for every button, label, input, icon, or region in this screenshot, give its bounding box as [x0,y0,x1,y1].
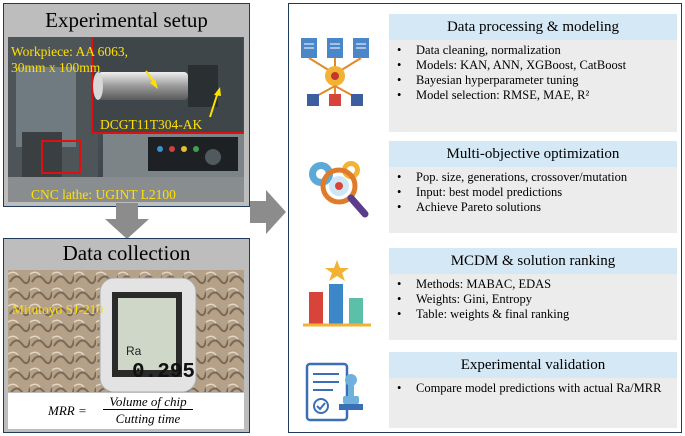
experimental-setup-panel: Experimental setup [3,3,250,207]
section-optimization: Multi-objective optimization Pop. size, … [389,141,677,233]
section-body: Compare model predictions with actual Ra… [389,378,677,428]
section-title: MCDM & solution ranking [389,248,677,274]
formula-denominator: Cutting time [115,411,181,426]
data-modeling-icon [299,36,375,115]
bullet-item: Models: KAN, ANN, XGBoost, CatBoost [389,58,677,73]
bullet-item: Input: best model predictions [389,185,677,200]
bullet-item: Pop. size, generations, crossover/mutati… [389,170,677,185]
formula-numerator: Volume of chip [103,394,193,410]
lathe-label: CNC lathe: UGINT L2100 [31,187,176,202]
validation-document-icon [299,360,375,433]
section-body: Data cleaning, normalization Models: KAN… [389,40,677,132]
data-collection-panel: Data collection Mitutoyo SJ-210 Ra 0.295… [3,238,250,433]
section-title: Experimental validation [389,352,677,378]
bullet-item: Methods: MABAC, EDAS [389,277,677,292]
bullet-item: Data cleaning, normalization [389,43,677,58]
cnc-lathe-photo [8,37,244,202]
down-arrow-icon [105,203,149,239]
section-body: Pop. size, generations, crossover/mutati… [389,167,677,233]
workpiece-label-line2: 30mm x 100mm [11,60,101,75]
readout-value: 0.295 [132,361,196,384]
formula-lhs: MRR = [48,403,87,418]
bullet-item: Achieve Pareto solutions [389,200,677,215]
device-label: Mitutoyo SJ-210 [12,302,104,317]
workpiece-label-line1: Workpiece: AA 6063, [11,44,129,59]
tool-label: DCGT11T304-AK [100,117,203,132]
data-collection-title: Data collection [62,241,191,265]
mrr-formula: MRR = Volume of chip Cutting time [8,393,244,429]
bullet-item: Model selection: RMSE, MAE, R² [389,88,677,103]
bullet-item: Weights: Gini, Entropy [389,292,677,307]
section-validation: Experimental validation Compare model pr… [389,352,677,428]
bullet-item: Bayesian hyperparameter tuning [389,73,677,88]
experimental-setup-title: Experimental setup [45,8,208,32]
bullet-item: Compare model predictions with actual Ra… [389,381,677,396]
section-ranking: MCDM & solution ranking Methods: MABAC, … [389,248,677,340]
ranking-chart-icon [299,258,375,335]
optimization-icon [299,150,375,227]
workflow-panel: Data processing & modeling Data cleaning… [288,3,682,433]
profilometer-photo [8,270,244,392]
section-data-processing: Data processing & modeling Data cleaning… [389,14,677,132]
bullet-item: Table: weights & final ranking [389,307,677,322]
section-title: Multi-objective optimization [389,141,677,167]
readout-unit: Ra [126,344,142,358]
right-arrow-icon [250,190,286,234]
section-title: Data processing & modeling [389,14,677,40]
section-body: Methods: MABAC, EDAS Weights: Gini, Entr… [389,274,677,340]
